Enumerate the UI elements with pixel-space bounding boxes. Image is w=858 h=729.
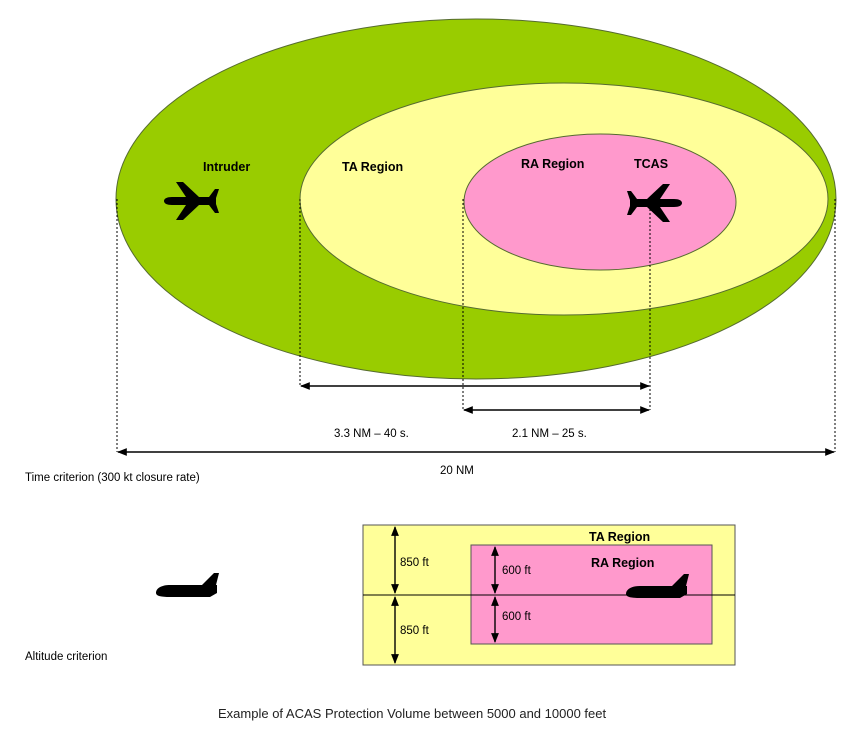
time-criterion-diagram: Intruder TA Region RA Region TCAS 3.3 NM… <box>25 18 837 484</box>
ta-distance-label: 3.3 NM – 40 s. <box>334 428 409 440</box>
ra-altitude-label: RA Region <box>591 556 654 570</box>
altitude-criterion-diagram: TA Region RA Region 850 ft 850 ft 600 ft… <box>25 524 736 666</box>
ta-lower-value: 850 ft <box>400 625 430 637</box>
ra-region-label: RA Region <box>521 157 584 171</box>
ta-region-label: TA Region <box>342 160 403 174</box>
time-criterion-label: Time criterion (300 kt closure rate) <box>25 472 200 484</box>
altitude-criterion-label: Altitude criterion <box>25 651 107 663</box>
ra-distance-label: 2.1 NM – 25 s. <box>512 428 587 440</box>
outer-distance-label: 20 NM <box>440 465 474 477</box>
intruder-side-airplane-icon <box>156 573 219 597</box>
ta-altitude-label: TA Region <box>589 530 650 544</box>
ra-lower-value: 600 ft <box>502 611 532 623</box>
diagram-caption: Example of ACAS Protection Volume betwee… <box>218 706 606 721</box>
ra-region <box>463 133 737 271</box>
ta-upper-value: 850 ft <box>400 557 430 569</box>
tcas-label: TCAS <box>634 157 668 171</box>
drop-lines <box>116 199 836 452</box>
intruder-label: Intruder <box>203 160 250 174</box>
ra-upper-value: 600 ft <box>502 565 532 577</box>
